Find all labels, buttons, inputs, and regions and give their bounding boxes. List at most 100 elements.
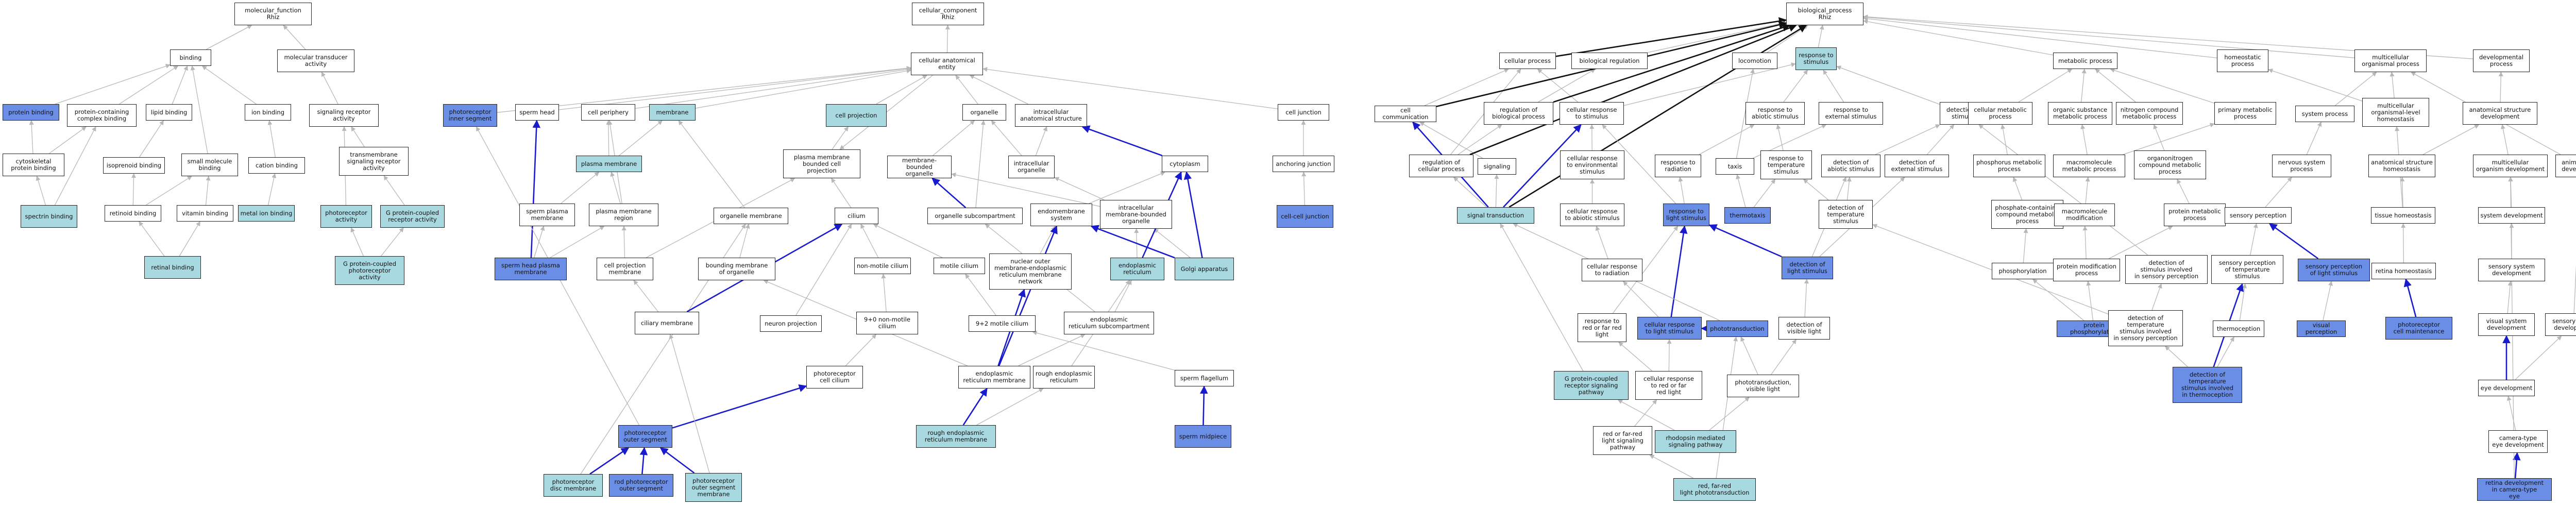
go-term-detext[interactable]: detection of external stimulus [1885, 155, 1949, 177]
go-term-primmet[interactable]: primary metabolic process [2214, 102, 2276, 125]
go-term-membrane[interactable]: membrane [649, 104, 696, 121]
go-term-mf[interactable]: molecular_function Rhiz [234, 3, 312, 25]
go-term-gpcract[interactable]: G protein-coupled receptor activity [380, 205, 445, 228]
go-term-sysdev[interactable]: system development [2478, 207, 2545, 224]
go-term-vissysdev[interactable]: visual system development [2478, 313, 2535, 336]
go-term-bp[interactable]: biological_process Rhiz [1786, 3, 1863, 25]
go-term-cellresplight[interactable]: cellular response to light stimulus [1637, 317, 1702, 340]
go-term-respext[interactable]: response to external stimulus [1819, 102, 1883, 125]
go-term-lipid[interactable]: lipid binding [146, 104, 192, 121]
go-term-detabio[interactable]: detection of abiotic stimulus [1821, 155, 1880, 177]
go-term-dettempsens[interactable]: detection of temperature stimulus involv… [2108, 310, 2183, 346]
go-term-sysproc[interactable]: system process [2295, 106, 2354, 122]
go-term-respredfar[interactable]: response to red or far red light [1578, 313, 1626, 342]
go-term-homeoproc[interactable]: homeostatic process [2217, 49, 2268, 72]
go-term-rhodopsin[interactable]: rhodopsin mediated signaling pathway [1655, 430, 1736, 453]
go-term-cellmet[interactable]: cellular metabolic process [1968, 102, 2032, 125]
go-term-er[interactable]: endoplasmic reticulum [1110, 258, 1164, 280]
go-term-nonmotile92[interactable]: 9+0 non-motile cilium [856, 312, 918, 334]
go-term-sigtrans[interactable]: signal transduction [1457, 207, 1534, 224]
go-term-dettempthermo[interactable]: detection of temperature stimulus involv… [2173, 367, 2242, 403]
go-term-motile92[interactable]: 9+2 motile cilium [969, 315, 1036, 332]
go-term-ciliarymem[interactable]: ciliary membrane [635, 312, 699, 334]
go-term-macromod[interactable]: macromolecule modification [2054, 204, 2115, 226]
go-term-nonmotile[interactable]: non-motile cilium [854, 258, 911, 274]
go-term-prosm[interactable]: photoreceptor outer segment membrane [685, 473, 742, 502]
go-term-ias[interactable]: intracellular anatomical structure [1015, 104, 1087, 127]
go-term-anatdev[interactable]: anatomical structure development [2463, 102, 2537, 125]
go-term-multidev[interactable]: multicellular organism development [2473, 155, 2548, 177]
go-term-animorgdev[interactable]: animal organ development [2555, 155, 2576, 177]
go-term-visperc[interactable]: visual perception [2297, 320, 2346, 337]
go-term-multiorg[interactable]: multicellular organismal process [2354, 49, 2427, 72]
go-term-mtact[interactable]: molecular transducer activity [277, 49, 354, 72]
go-term-retinoidb[interactable]: retinoid binding [105, 205, 161, 222]
go-term-shpm[interactable]: sperm head plasma membrane [495, 258, 567, 280]
go-term-regbio[interactable]: regulation of biological process [1484, 102, 1553, 125]
go-term-phototrans[interactable]: phototransduction [1706, 320, 1768, 337]
go-term-senslight[interactable]: sensory perception of light stimulus [2298, 259, 2370, 281]
go-term-pmbcp[interactable]: plasma membrane bounded cell projection [783, 149, 860, 178]
go-term-gpcrpath[interactable]: G protein-coupled receptor signaling pat… [1554, 371, 1629, 400]
go-term-retinahomeo[interactable]: retina homeostasis [2371, 263, 2436, 279]
go-term-anchjunc[interactable]: anchoring junction [1273, 156, 1334, 172]
go-term-nuclouter[interactable]: nuclear outer membrane-endoplasmic retic… [989, 254, 1072, 290]
go-term-nitmet[interactable]: nitrogen compound metabolic process [2116, 102, 2183, 125]
go-term-rerm[interactable]: rough endoplasmic reticulum membrane [916, 425, 996, 448]
go-term-cellproj[interactable]: cell projection [826, 104, 887, 127]
go-term-protmod[interactable]: protein modification process [2053, 259, 2120, 281]
go-term-sigrec[interactable]: signaling receptor activity [309, 104, 379, 127]
go-term-sensorgdev[interactable]: sensory organ development [2545, 313, 2576, 336]
go-term-senstemp[interactable]: sensory perception of temperature stimul… [2211, 255, 2283, 284]
go-term-taxis[interactable]: taxis [1716, 158, 1754, 175]
go-term-golgi[interactable]: Golgi apparatus [1175, 258, 1234, 280]
go-term-cellcomm[interactable]: cell communication [1375, 106, 1436, 122]
go-term-redfarpath[interactable]: red or far-red light signaling pathway [1593, 426, 1652, 455]
go-term-redfarphoto[interactable]: red, far-red light phototransduction [1673, 478, 1756, 501]
go-term-anathomeo[interactable]: anatomical structure homeostasis [2368, 155, 2435, 177]
go-term-dettemp[interactable]: detection of temperature stimulus [1819, 200, 1873, 229]
go-term-pros[interactable]: photoreceptor inner segment [443, 104, 497, 127]
go-term-neuronproj[interactable]: neuron projection [760, 315, 822, 332]
go-term-rodouter[interactable]: rod photoreceptor outer segment [609, 474, 673, 497]
go-term-cellrespenv[interactable]: cellular response to environmental stimu… [1560, 150, 1624, 179]
go-term-spectrin[interactable]: spectrin binding [21, 205, 77, 228]
go-term-sensperc[interactable]: sensory perception [2225, 207, 2292, 224]
go-term-cae[interactable]: cellular anatomical entity [911, 53, 983, 75]
go-term-cationb[interactable]: cation binding [248, 157, 305, 174]
go-term-intorg[interactable]: intracellular organelle [1008, 156, 1055, 178]
go-term-eyedev[interactable]: eye development [2478, 380, 2535, 396]
go-term-macromet[interactable]: macromolecule metabolic process [2053, 155, 2125, 177]
go-term-detvis[interactable]: detection of visible light [1778, 317, 1830, 340]
go-term-resptemp[interactable]: response to temperature stimulus [1760, 150, 1812, 179]
go-term-locomotion[interactable]: locomotion [1732, 53, 1777, 69]
go-term-tisshomeo[interactable]: tissue homeostasis [2371, 207, 2435, 224]
go-term-detsens[interactable]: detection of stimulus involved in sensor… [2125, 255, 2208, 284]
go-term-spermflag[interactable]: sperm flagellum [1175, 370, 1234, 386]
go-term-devproc[interactable]: developmental process [2473, 49, 2530, 72]
go-term-resprad[interactable]: response to radiation [1655, 155, 1701, 177]
go-term-pm[interactable]: plasma membrane [576, 156, 642, 172]
go-term-protbind[interactable]: protein binding [3, 104, 59, 121]
go-term-imbo[interactable]: intracellular membrane-bounded organelle [1100, 200, 1172, 229]
go-term-cellrespredfar[interactable]: cellular response to red or far red ligh… [1635, 371, 1702, 400]
go-term-resptostim[interactable]: response to stimulus [1795, 47, 1837, 70]
go-term-protmet[interactable]: protein metabolic process [2164, 204, 2226, 226]
go-term-retinalb[interactable]: retinal binding [144, 256, 201, 279]
go-term-pccb[interactable]: protein-containing complex binding [67, 104, 137, 127]
go-term-multihomeo[interactable]: multicellular organismal-level homeostas… [2362, 98, 2429, 127]
go-term-prdisc[interactable]: photoreceptor disc membrane [544, 474, 603, 497]
go-term-ermem[interactable]: endoplasmic reticulum membrane [958, 366, 1030, 388]
go-term-signaling[interactable]: signaling [1478, 158, 1516, 175]
go-term-cameraeye[interactable]: camera-type eye development [2488, 430, 2548, 453]
go-term-organelle[interactable]: organelle [962, 104, 1006, 121]
go-term-cellrespabio[interactable]: cellular response to abiotic stimulus [1560, 204, 1624, 226]
go-term-motile[interactable]: motile cilium [934, 258, 985, 274]
go-term-prcellmaint[interactable]: photoreceptor cell maintenance [2385, 317, 2452, 340]
go-term-metproc[interactable]: metabolic process [2053, 53, 2117, 69]
go-term-cpm[interactable]: cell projection membrane [597, 258, 653, 280]
go-term-cc[interactable]: cellular_component Rhiz [912, 3, 984, 25]
go-term-cellper[interactable]: cell periphery [581, 104, 635, 121]
go-term-phoscmp[interactable]: phosphate-containing compound metabolic … [1991, 200, 2063, 229]
go-term-smb[interactable]: small molecule binding [181, 154, 238, 176]
